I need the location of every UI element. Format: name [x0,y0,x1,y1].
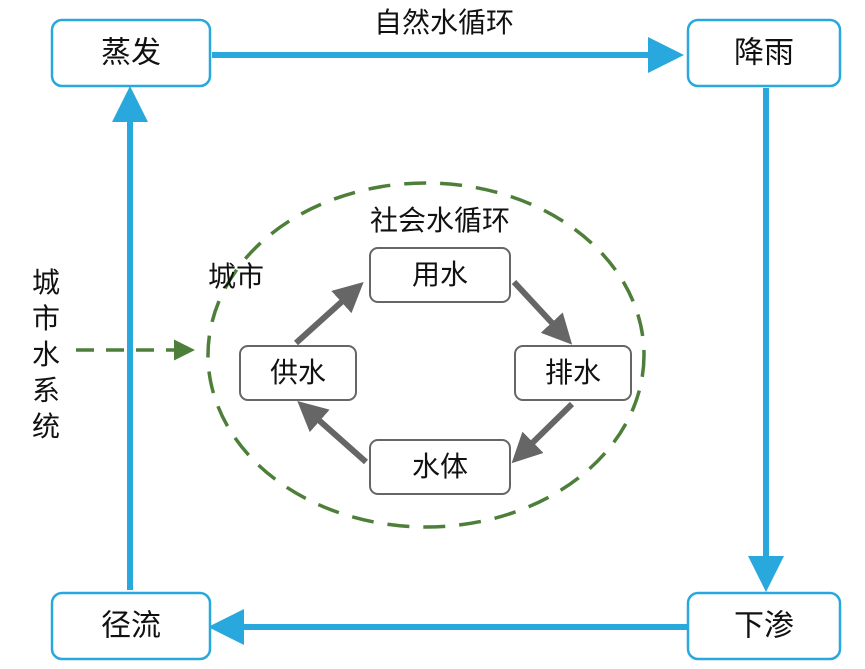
node-water-use: 用水 [369,247,511,303]
node-evaporation-label: 蒸发 [101,36,161,71]
node-rainfall: 降雨 [686,18,842,88]
arrow-use-to-drainage [511,279,573,345]
arrow-waterbody-to-supply [297,401,368,465]
urban-water-system-char-5: 统 [32,410,60,443]
label-city: 城市 [208,260,264,293]
node-drainage-label: 排水 [545,356,601,389]
node-water-supply-label: 供水 [270,356,326,389]
node-water-supply: 供水 [239,345,357,401]
city-boundary [206,181,646,529]
urban-water-system-char-1: 城 [32,266,60,299]
node-water-use-label: 用水 [412,258,468,291]
arrow-supply-to-use [293,281,364,346]
node-water-body: 水体 [369,439,511,495]
label-natural-cycle: 自然水循环 [374,6,514,39]
node-runoff-label: 径流 [101,609,161,644]
urban-water-system-char-2: 市 [32,302,60,335]
arrow-drainage-to-waterbody [511,401,575,464]
label-social-cycle: 社会水循环 [370,204,510,237]
node-infiltration: 下渗 [686,591,842,661]
node-runoff: 径流 [50,591,212,661]
node-infiltration-label: 下渗 [734,609,794,644]
urban-water-system-char-3: 水 [32,338,60,371]
urban-water-system-char-4: 系 [32,374,60,407]
node-drainage: 排水 [514,345,632,401]
label-urban-water-system: 城 市 水 系 统 [32,266,60,443]
node-evaporation: 蒸发 [50,18,212,88]
node-rainfall-label: 降雨 [734,36,794,71]
node-water-body-label: 水体 [412,450,468,483]
